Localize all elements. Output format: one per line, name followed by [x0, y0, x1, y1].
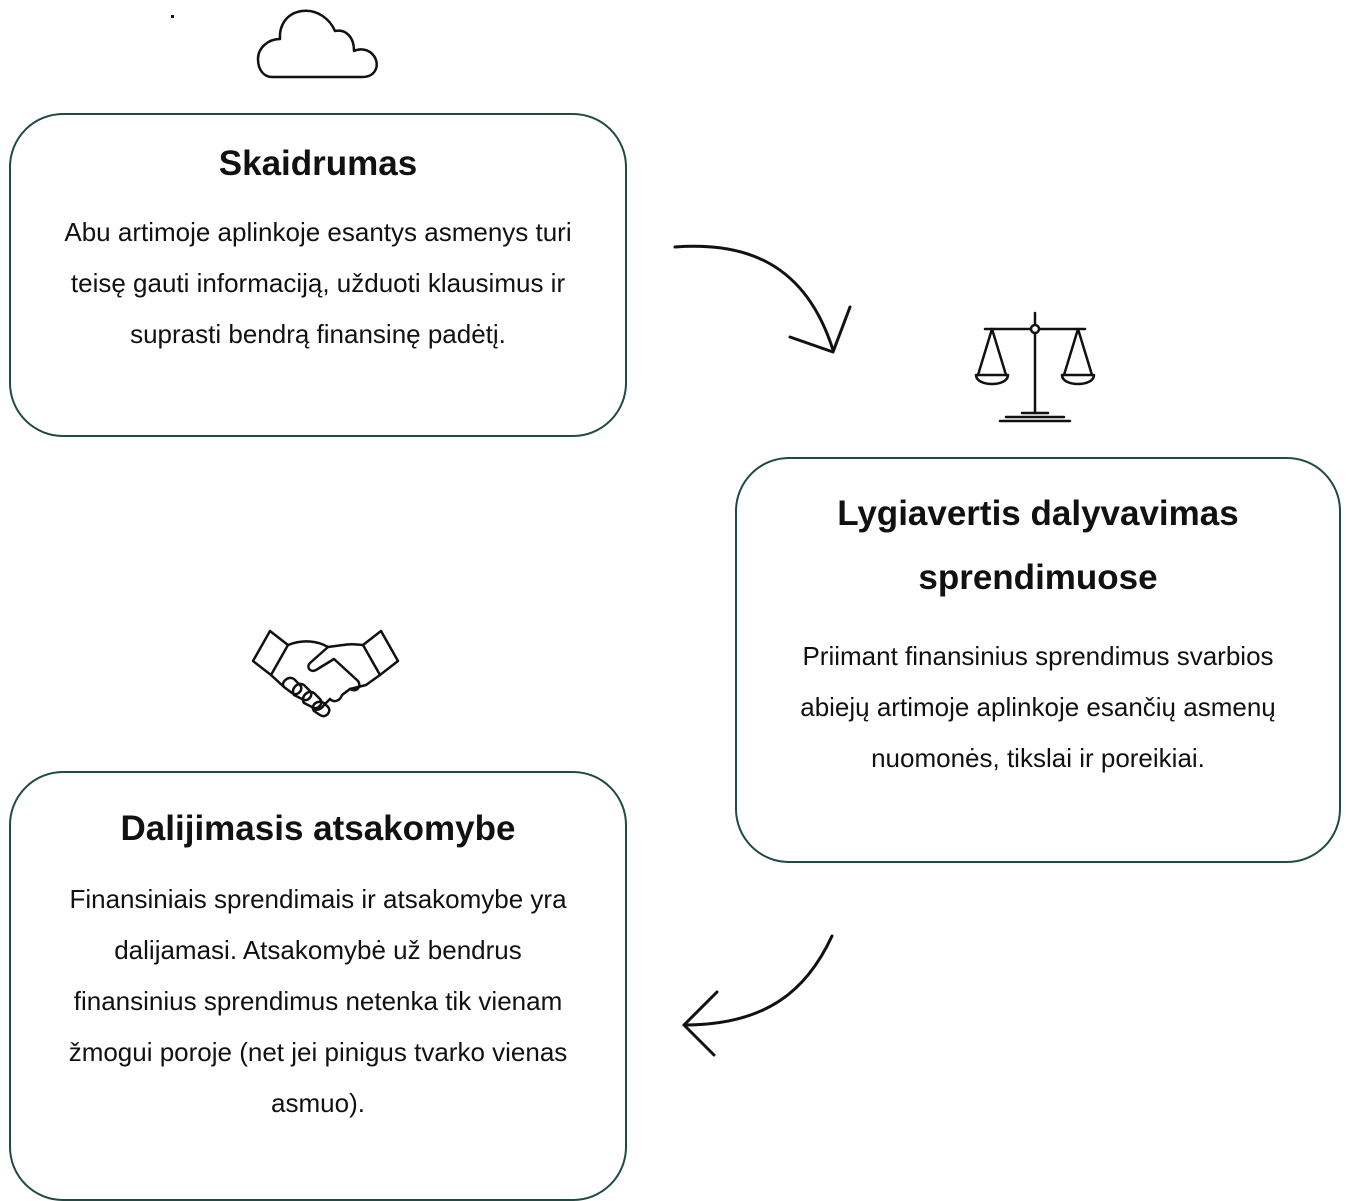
curved-arrow-down-icon	[673, 244, 852, 354]
card-title: Lygiavertis dalyvavimas sprendimuose	[837, 494, 1239, 597]
stray-dot	[171, 15, 174, 18]
scales-icon	[974, 311, 1096, 423]
card-title: Dalijimasis atsakomybe	[120, 809, 516, 848]
card-body: Finansiniais sprendimais ir atsakomybe y…	[68, 884, 568, 1118]
card-title: Skaidrumas	[218, 144, 418, 183]
card-shared-responsibility: Dalijimasis atsakomybe Finansiniais spre…	[9, 771, 627, 1201]
card-transparency: Skaidrumas Abu artimoje aplinkoje esanty…	[9, 113, 627, 437]
card-body: Priimant finansinius sprendimus svarbios…	[800, 641, 1276, 773]
card-body: Abu artimoje aplinkoje esantys asmenys t…	[64, 217, 572, 349]
card-equal-participation: Lygiavertis dalyvavimas sprendimuose Pri…	[735, 457, 1341, 863]
handshake-icon	[251, 629, 400, 718]
curved-arrow-left-icon	[682, 934, 834, 1057]
cloud-icon	[256, 9, 378, 79]
